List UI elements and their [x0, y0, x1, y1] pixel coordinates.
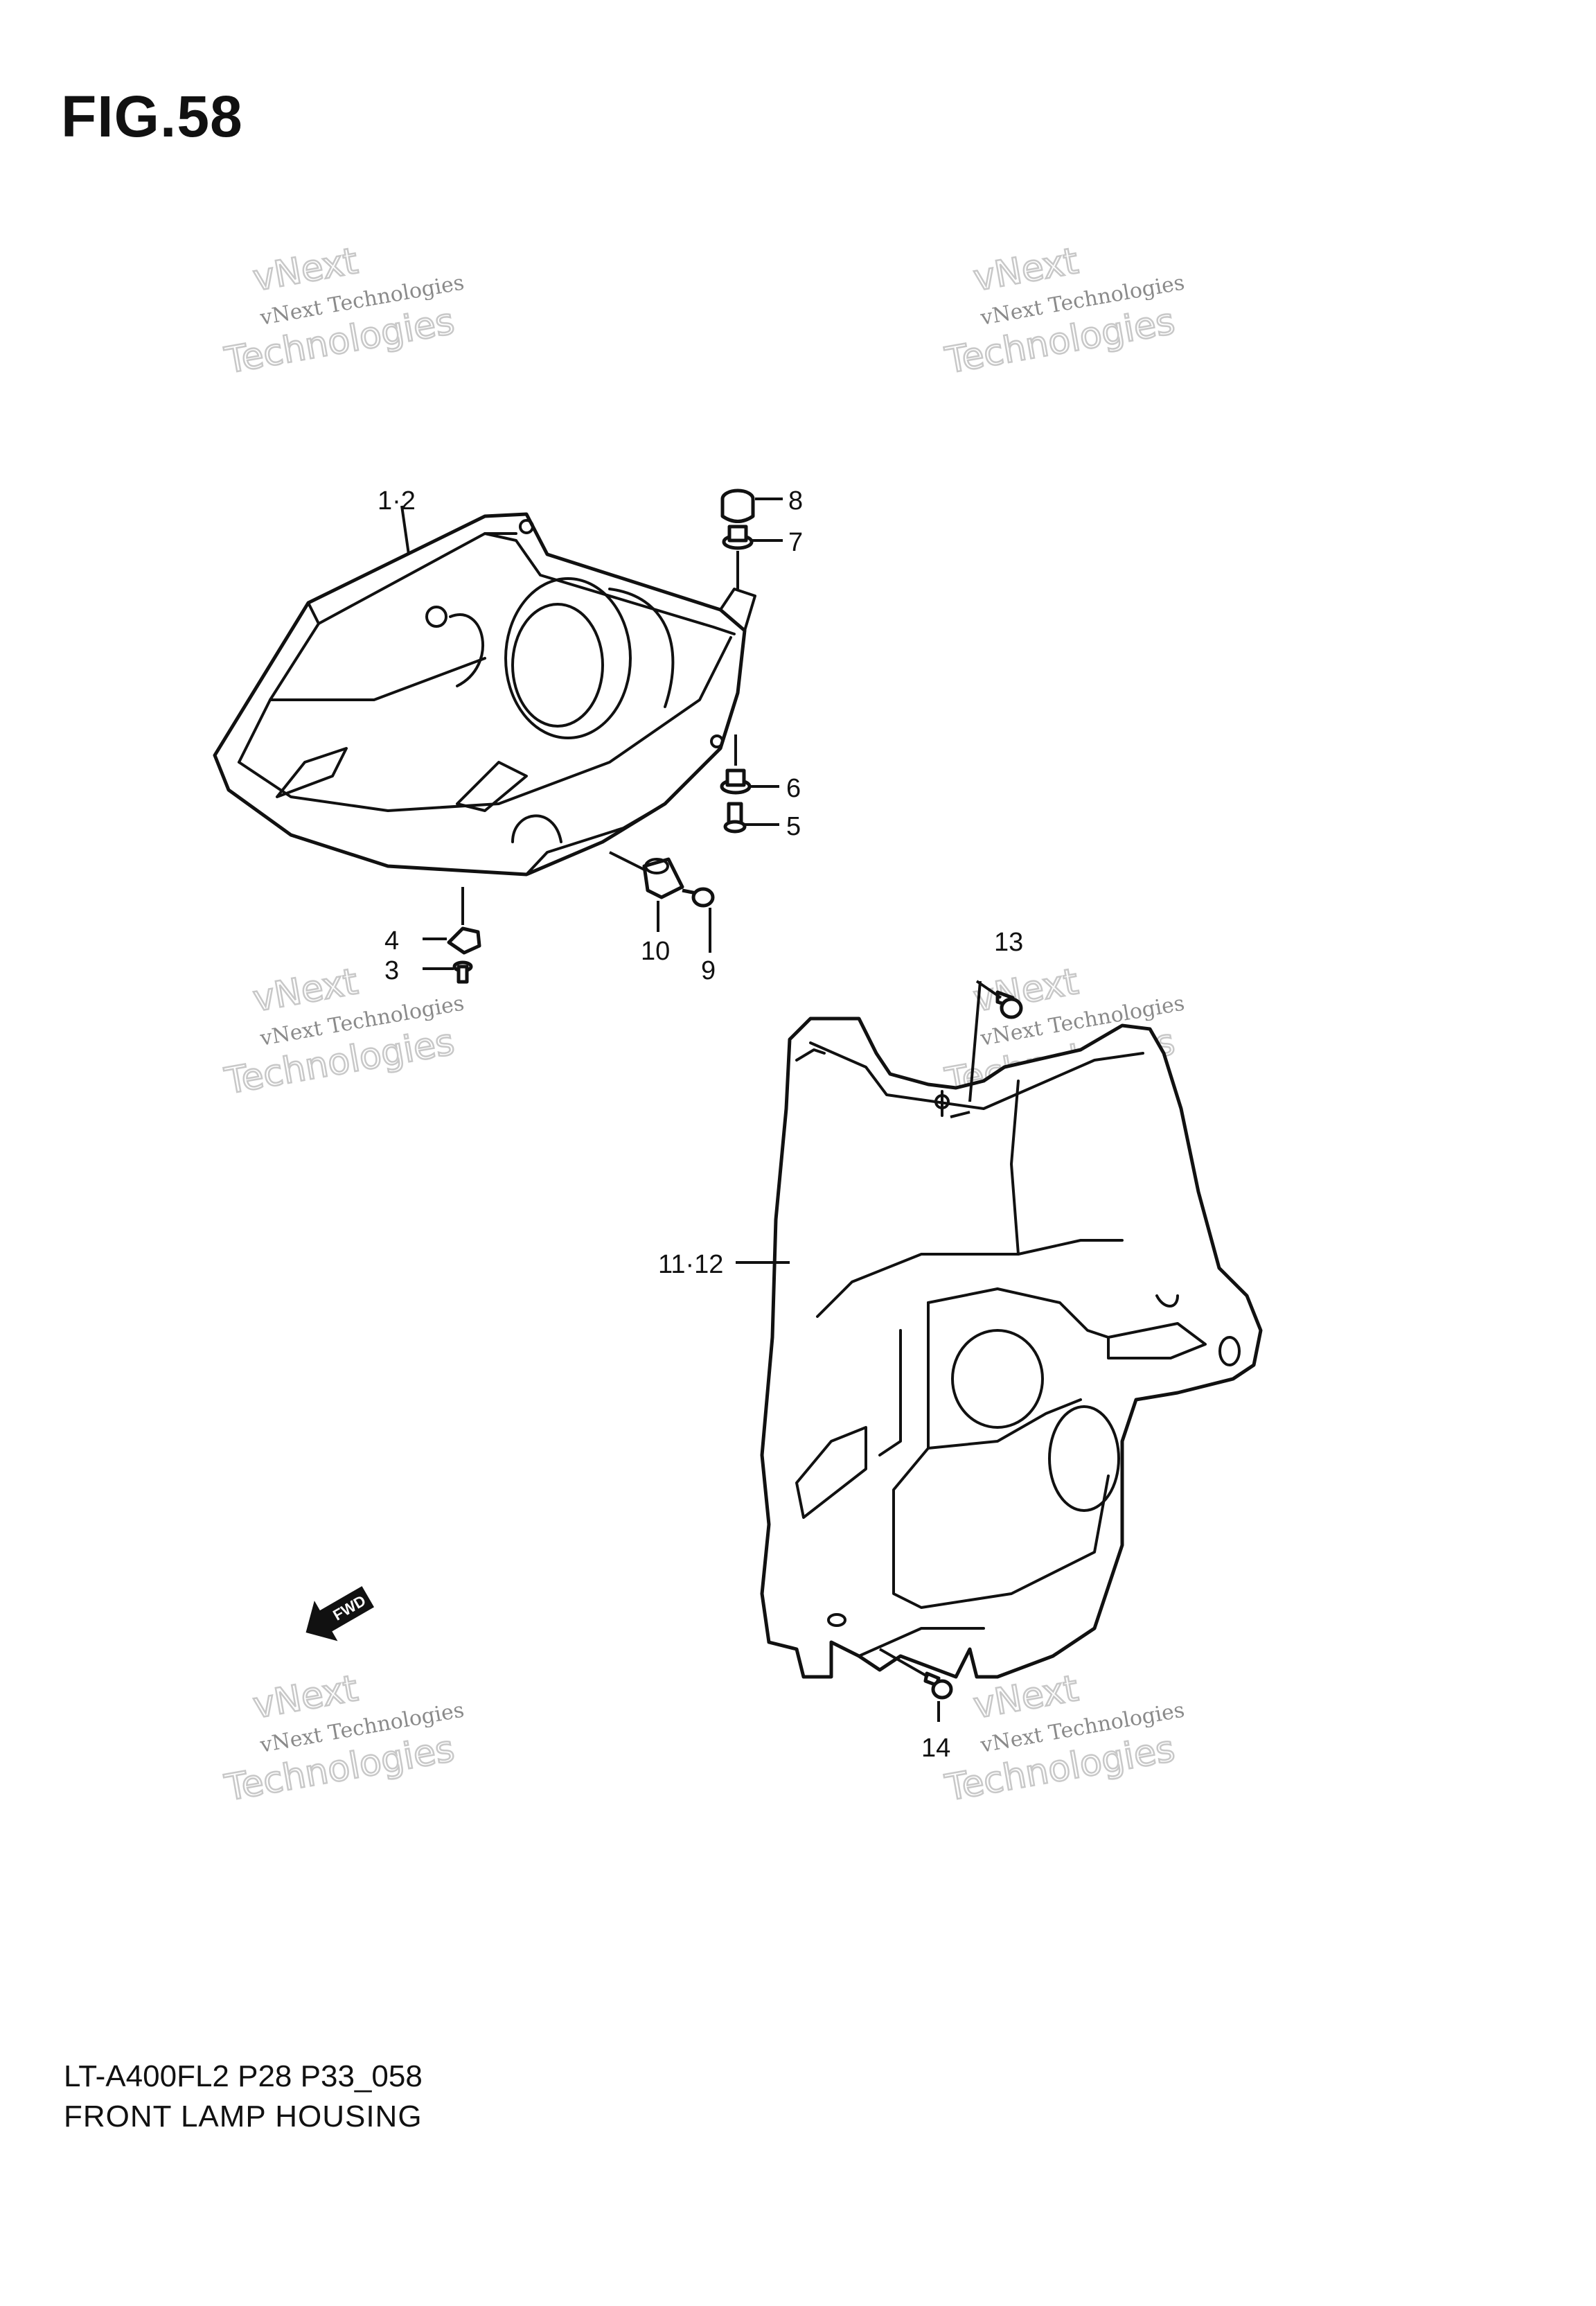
figure-title: FIG.58 [61, 84, 243, 149]
bolt-14 [923, 1671, 953, 1700]
grommet-8 [720, 489, 755, 523]
watermark-bottom-left: vNext vNext Technologies Technologies [221, 1667, 466, 1811]
leader-line [609, 851, 645, 871]
leader-line [400, 505, 410, 555]
lamp-housing-part [213, 512, 756, 877]
callout-14: 14 [921, 1734, 950, 1763]
collar-7 [722, 525, 754, 550]
callout-13: 13 [994, 928, 1023, 957]
callout-9: 9 [701, 956, 716, 985]
callout-4: 4 [384, 926, 399, 956]
forward-arrow-icon: FWD [305, 1586, 375, 1642]
bolt-9 [682, 887, 715, 908]
screw-3 [452, 960, 473, 984]
collar-6 [720, 768, 752, 795]
leader-line [950, 1111, 970, 1118]
watermark-top-right: vNext vNext Technologies Technologies [941, 240, 1187, 383]
callout-6: 6 [786, 774, 801, 803]
bolt-13 [995, 990, 1023, 1019]
cushion-10 [642, 857, 684, 899]
leader-line [879, 1648, 929, 1678]
callout-7: 7 [788, 528, 803, 557]
section-name: FRONT LAMP HOUSING [64, 2100, 423, 2133]
watermark-bottom-right: vNext vNext Technologies Technologies [941, 1667, 1187, 1811]
leader-line [968, 980, 1002, 1102]
clip-nut-4 [447, 926, 481, 955]
callout-5: 5 [786, 812, 801, 841]
callout-3: 3 [384, 956, 399, 985]
callout-10: 10 [641, 937, 670, 966]
callout-11-12: 11·12 [658, 1250, 723, 1279]
watermark-top-left: vNext vNext Technologies Technologies [221, 240, 466, 383]
model-code: LT-A400FL2 P28 P33_058 [64, 2059, 423, 2093]
callout-1-2: 1·2 [378, 486, 416, 516]
callout-8: 8 [788, 486, 803, 516]
inner-panel-part [760, 1016, 1263, 1679]
bolt-5 [723, 802, 747, 834]
